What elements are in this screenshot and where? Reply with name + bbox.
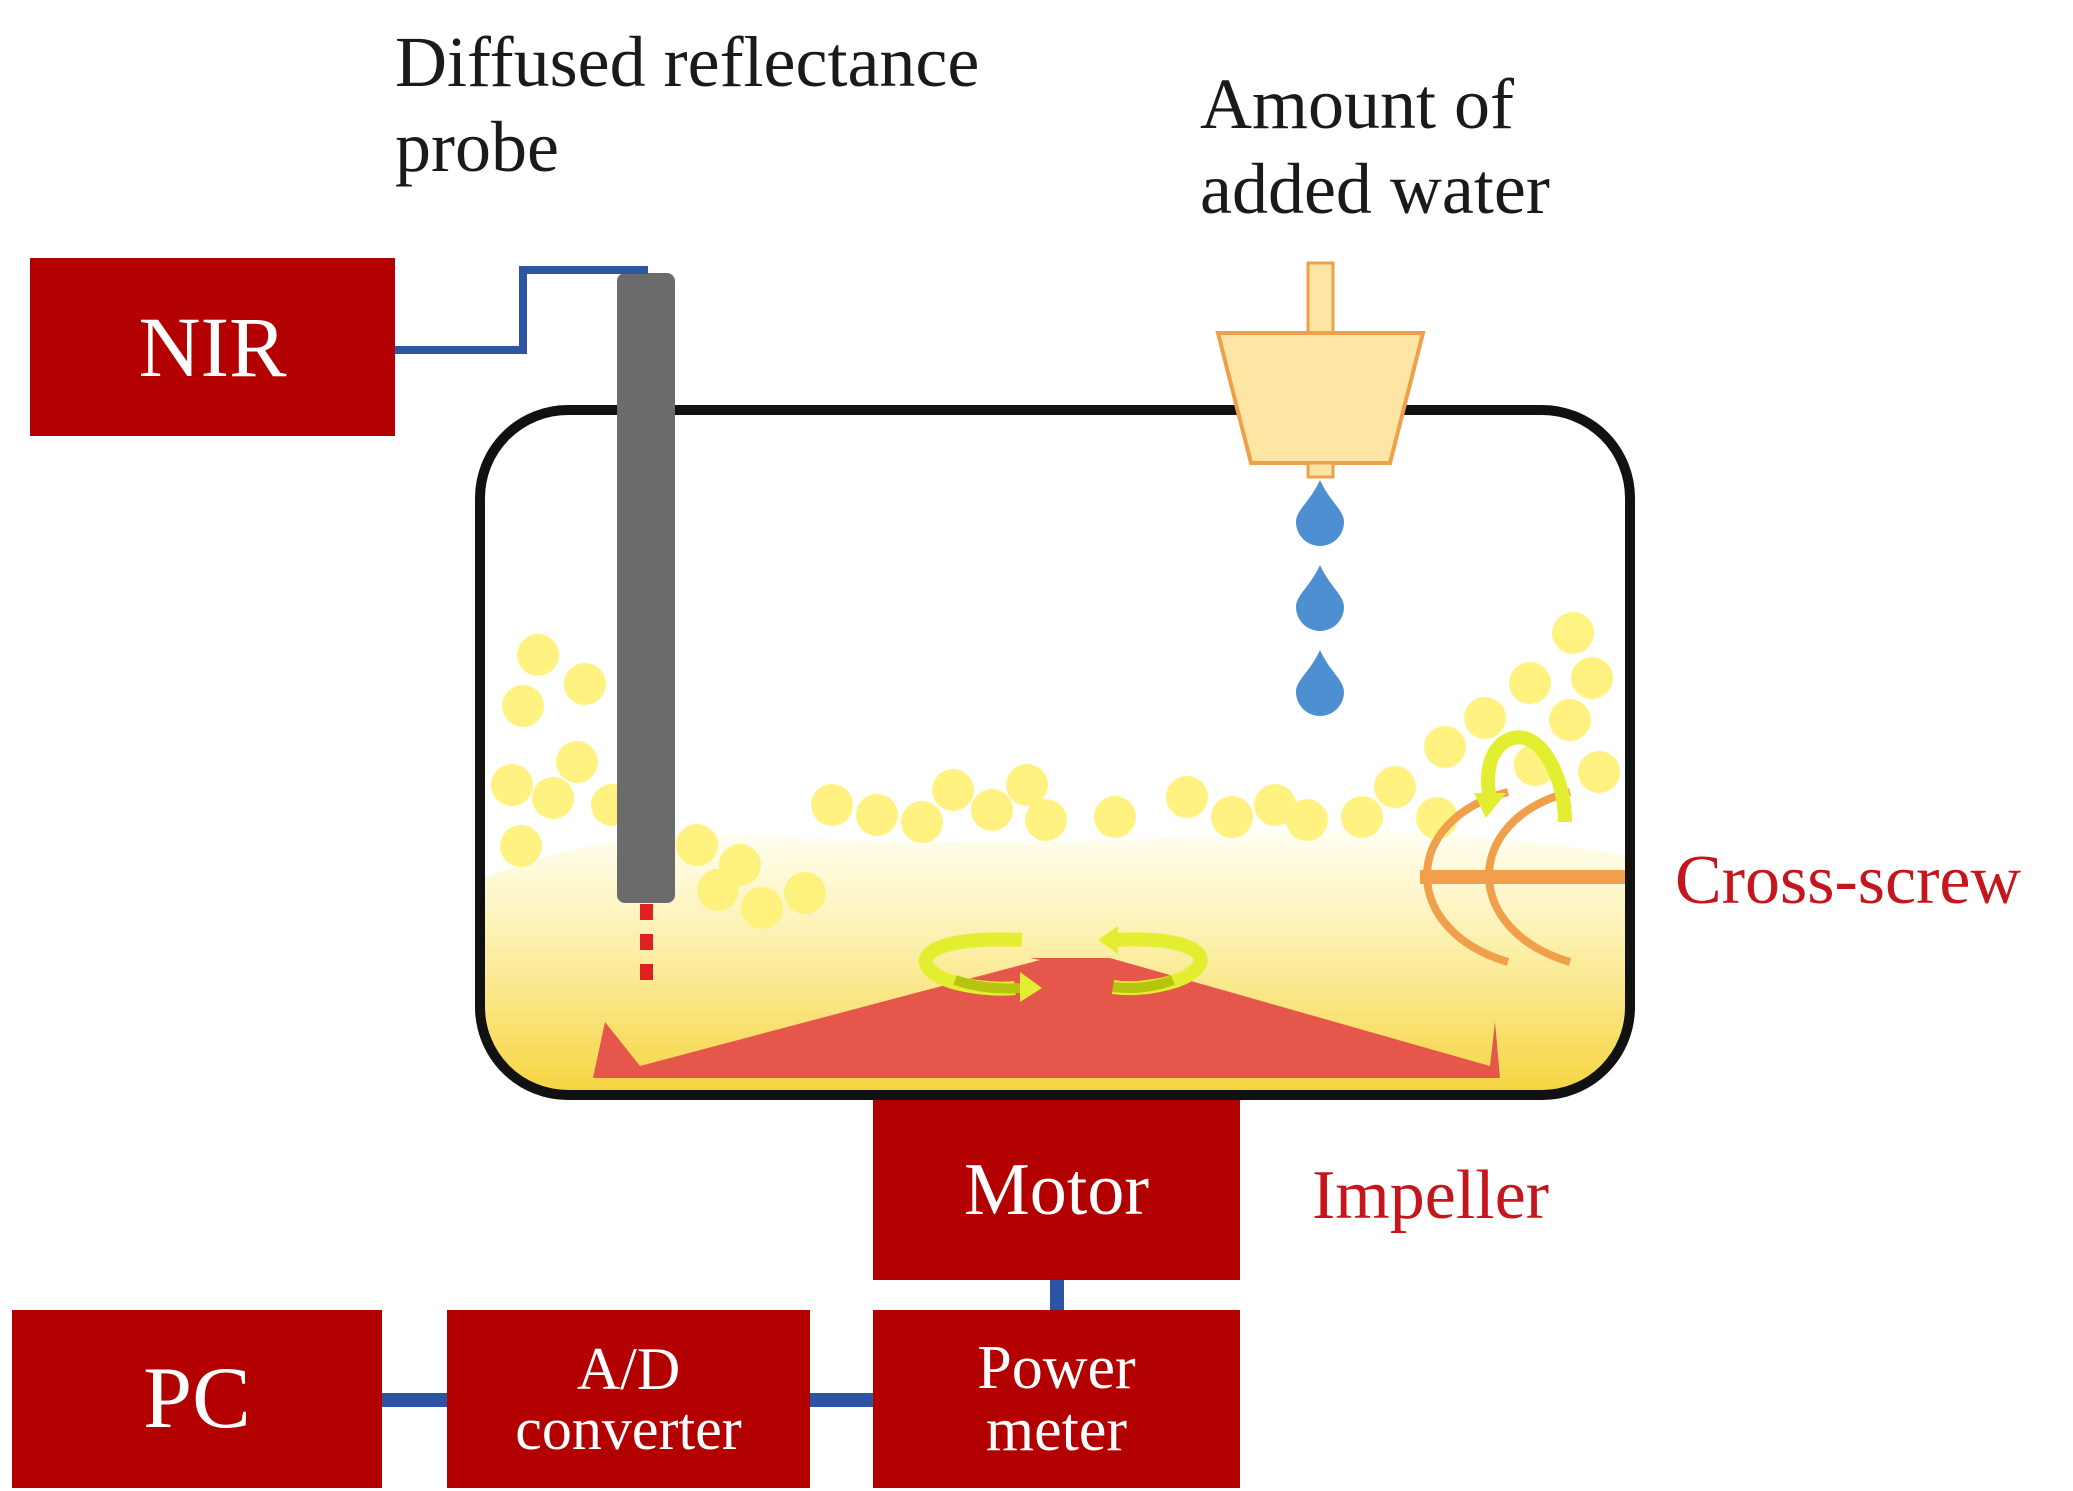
nir-light-path (640, 904, 653, 980)
impeller-label: Impeller (1312, 1157, 1550, 1234)
nir-box: NIR (30, 258, 395, 436)
impeller-arrowhead-left (1020, 972, 1042, 1002)
cross-screw-label: Cross-screw (1675, 842, 2022, 919)
probe-label: Diffused reflectance probe (395, 22, 980, 187)
pc-box-label: PC (143, 1350, 251, 1447)
power-meter-box: Power meter (873, 1310, 1240, 1488)
motor-box-label: Motor (964, 1149, 1149, 1231)
pc-box: PC (12, 1310, 382, 1488)
impeller-rotation-arrows (918, 932, 1208, 996)
power-meter-box-label: Power meter (977, 1334, 1136, 1464)
reflectance-probe (617, 273, 675, 903)
cross-screw-rotation-arrow (1481, 730, 1572, 823)
impeller-arrowhead-right (1098, 926, 1118, 954)
motor-box: Motor (873, 1100, 1240, 1280)
water-feed-pipe (1306, 261, 1335, 335)
cross-screw (1420, 788, 1630, 966)
added-water-label: Amount of added water (1200, 64, 1550, 229)
cross-screw-arrowhead (1474, 793, 1506, 818)
ad-converter-box: A/D converter (447, 1310, 810, 1488)
water-funnel (1215, 331, 1426, 465)
ad-converter-box-label: A/D converter (515, 1336, 742, 1462)
water-drops (1296, 480, 1344, 716)
nir-box-label: NIR (138, 299, 287, 395)
granulator-vessel (475, 405, 1635, 1100)
impeller-blade (593, 958, 1500, 1078)
water-nozzle (1306, 461, 1335, 479)
nir-probe-cable (395, 266, 648, 354)
